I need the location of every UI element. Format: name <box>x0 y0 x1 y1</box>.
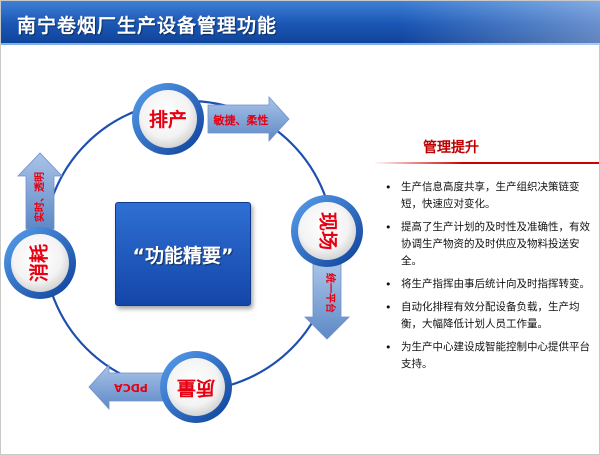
node-left: 消耗 <box>4 227 76 299</box>
node-right: 现场 <box>291 195 363 267</box>
arrow-right-bottom: 统一平台 <box>304 262 350 340</box>
node-label-right: 现场 <box>317 212 339 250</box>
center-label-box: “功能精要” <box>115 202 251 306</box>
panel-divider <box>373 162 599 164</box>
arrow-top-right: 敏捷、柔性 <box>207 95 290 143</box>
cycle-diagram: 敏捷、柔性 统一平台 PDCA 实时、透明 排产 现场 <box>4 83 363 423</box>
list-item: 自动化排程有效分配设备负载，生产均衡，大幅降低计划人员工作量。 <box>385 299 597 333</box>
improvement-list: 生产信息高度共享，生产组织决策链变短，快速应对变化。 提高了生产计划的及时性及准… <box>385 179 597 379</box>
node-top: 排产 <box>132 83 204 155</box>
node-bottom: 质量 <box>160 351 232 423</box>
arrow-bottom-left: PDCA <box>88 363 164 411</box>
arrow-label-left-top: 实时、透明 <box>33 172 46 222</box>
list-item: 提高了生产计划的及时性及准确性，有效协调生产物资的及时供应及物料投送安全。 <box>385 219 597 270</box>
panel-heading: 管理提升 <box>423 140 479 156</box>
arrow-label-right-bottom: 统一平台 <box>324 273 337 313</box>
center-label: “功能精要” <box>132 244 234 267</box>
arrow-label-top-right: 敏捷、柔性 <box>213 113 269 127</box>
slide-title: 南宁卷烟厂生产设备管理功能 <box>17 15 278 37</box>
arrow-left-top: 实时、透明 <box>17 152 63 230</box>
list-item: 将生产指挥由事后统计向及时指挥转变。 <box>385 276 597 293</box>
node-label-top: 排产 <box>149 108 187 131</box>
node-label-left: 消耗 <box>28 244 51 282</box>
list-item: 为生产中心建设成智能控制中心提供平台支持。 <box>385 339 597 373</box>
arrow-label-bottom-left: PDCA <box>114 381 148 394</box>
node-label-bottom: 质量 <box>177 377 215 399</box>
list-item: 生产信息高度共享，生产组织决策链变短，快速应对变化。 <box>385 179 597 213</box>
title-bar: 南宁卷烟厂生产设备管理功能 <box>1 1 600 45</box>
